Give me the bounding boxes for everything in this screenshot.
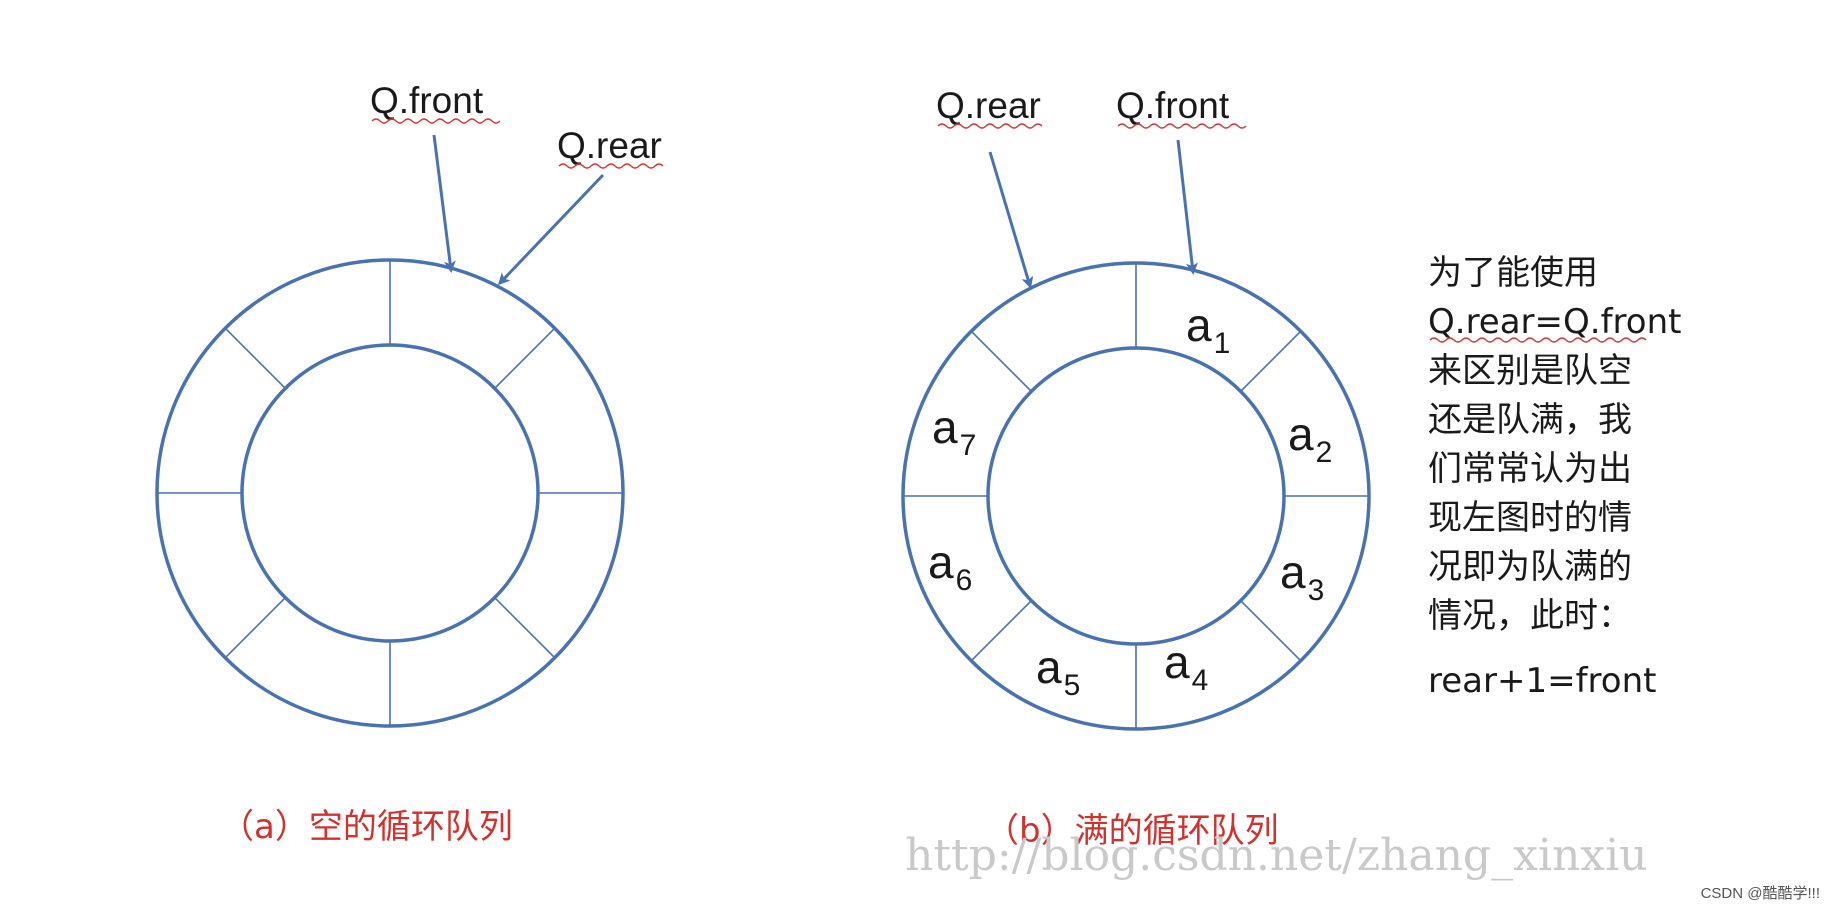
queue-element-a3: a3 — [1280, 546, 1324, 607]
cell-divider — [1240, 600, 1302, 662]
front-pointer-label-b: Q.front — [1116, 85, 1230, 126]
spellcheck-underline — [371, 118, 501, 124]
csdn-credit: CSDN @酷酷学!!! — [1701, 885, 1820, 902]
full-queue-dividers — [903, 263, 1369, 729]
svg-text:a7: a7 — [932, 401, 976, 462]
svg-text:a1: a1 — [1186, 299, 1230, 360]
svg-text:a5: a5 — [1036, 641, 1080, 702]
svg-text:a6: a6 — [928, 536, 972, 597]
cell-divider — [494, 597, 556, 659]
queue-element-a6: a6 — [928, 536, 972, 597]
note-line: 情况，此时： — [1428, 596, 1632, 636]
note-line: 来区别是队空 — [1428, 351, 1632, 391]
front-pointer-arrow-b — [1176, 139, 1198, 275]
queue-element-a7: a7 — [932, 401, 976, 462]
svg-text:a3: a3 — [1280, 546, 1324, 607]
caption-b: （b）满的循环队列 — [985, 811, 1279, 851]
spellcheck-underline — [937, 123, 1043, 129]
cell-divider — [224, 327, 286, 389]
empty-queue-dividers — [157, 260, 623, 726]
watermark-url: http://blog.csdn.net/zhang_xinxiu — [905, 830, 1648, 881]
cell-divider — [970, 330, 1032, 392]
spellcheck-underline — [1429, 337, 1647, 343]
cell-divider — [224, 597, 286, 659]
rear-pointer-arrow-b — [988, 151, 1034, 289]
note-line: 还是队满，我 — [1428, 400, 1632, 440]
note-line: 况即为队满的 — [1428, 547, 1632, 587]
spellcheck-underline — [1117, 123, 1247, 129]
explanation-note: 为了能使用 Q.rear=Q.front 来区别是队空 还是队满，我 们常常认为… — [1428, 253, 1681, 701]
cell-divider — [1240, 330, 1302, 392]
queue-element-a2: a2 — [1288, 408, 1332, 469]
empty-queue-ring — [155, 258, 625, 728]
queue-element-a1: a1 — [1186, 299, 1230, 360]
note-line: 为了能使用 — [1428, 253, 1598, 293]
note-line: rear+1=front — [1428, 661, 1656, 701]
queue-element-a4: a4 — [1164, 636, 1208, 697]
rear-pointer-label-b: Q.rear — [936, 85, 1041, 126]
note-line: Q.rear=Q.front — [1428, 302, 1681, 342]
cell-divider — [494, 327, 556, 389]
spellcheck-underline — [558, 163, 664, 169]
svg-text:a2: a2 — [1288, 408, 1332, 469]
svg-text:a4: a4 — [1164, 636, 1208, 697]
front-pointer-label-a: Q.front — [370, 80, 484, 121]
note-line: 们常常认为出 — [1428, 449, 1632, 489]
rear-pointer-arrow-a — [497, 173, 605, 286]
queue-element-a5: a5 — [1036, 641, 1080, 702]
caption-a: （a）空的循环队列 — [220, 807, 513, 847]
note-line: 现左图时的情 — [1428, 498, 1632, 538]
rear-pointer-label-a: Q.rear — [557, 125, 662, 166]
cell-divider — [970, 600, 1032, 662]
full-queue-ring — [901, 261, 1371, 731]
front-pointer-arrow-a — [432, 134, 456, 273]
